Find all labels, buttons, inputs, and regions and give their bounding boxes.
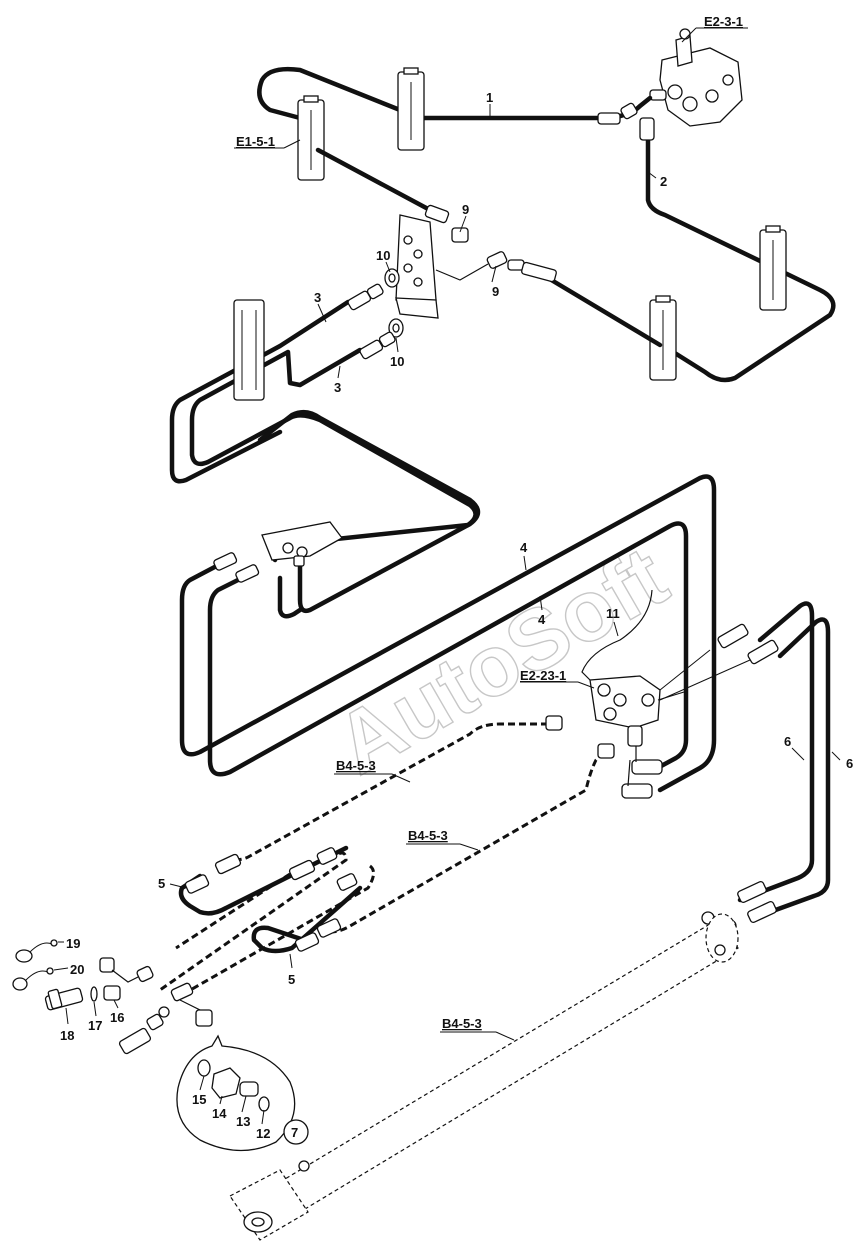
hose-dashed-cross-a [159, 851, 348, 992]
control-valve-e2-3-1 [649, 28, 743, 127]
callout-12: 12 [256, 1126, 270, 1141]
fitting-9-upper [424, 204, 469, 243]
callout-4-lower: 4 [538, 612, 546, 627]
valve-link-c [657, 691, 685, 701]
hose-5-lower [251, 885, 363, 954]
fitting-5-lower [294, 873, 358, 952]
hose-to-bracket [315, 147, 433, 213]
callout-14: 14 [212, 1106, 227, 1121]
ref-e1-5-1: E1-5-1 [236, 134, 275, 149]
callout-18: 18 [60, 1028, 74, 1043]
callout-4-upper: 4 [520, 540, 528, 555]
fitting-5-upper [184, 847, 338, 894]
cap-19 [15, 939, 58, 963]
nipple-16 [99, 957, 154, 1001]
clamp-block-mid-right [649, 295, 677, 381]
hose-1-loop [257, 66, 408, 121]
callout-11: 11 [606, 606, 620, 621]
coupling-lower [118, 982, 213, 1055]
hose-5-upper [178, 845, 349, 916]
callout-circle-7 [283, 1119, 309, 1145]
hose-4-inner [207, 521, 689, 777]
hose-center-down [277, 575, 303, 619]
washer-10-upper [384, 268, 400, 288]
fittings-valve-lower [621, 746, 663, 799]
detail-bubble-7 [176, 1034, 309, 1152]
fitting-6-upper [717, 623, 779, 665]
callout-15: 15 [192, 1092, 206, 1107]
clamp-block-top-center [397, 67, 425, 151]
coupling-18 [44, 987, 84, 1011]
hose-3-upper [169, 299, 351, 484]
hose-big-loop [257, 409, 481, 614]
fitting-9-lower [486, 251, 557, 283]
ref-b4-5-3-a: B4-5-3 [336, 758, 376, 773]
hose-dashed-lower [329, 750, 606, 934]
callout-9-upper: 9 [462, 202, 469, 217]
callout-6-left: 6 [784, 734, 791, 749]
fitting-2 [639, 117, 655, 141]
callout-1: 1 [486, 90, 493, 105]
ref-b4-5-3-b: B4-5-3 [408, 828, 448, 843]
callout-17: 17 [88, 1018, 102, 1033]
callout-9-lower: 9 [492, 284, 499, 299]
callout-10-lower: 10 [390, 354, 404, 369]
valve-block-e2-23-1 [589, 675, 661, 747]
watermark: AutoSoft [320, 528, 682, 793]
fitting-dashed-upper [545, 715, 615, 759]
cap-20 [12, 967, 54, 991]
clamp-block-left [233, 299, 265, 401]
ring-17 [90, 986, 98, 1002]
wire-11 [581, 589, 653, 691]
callout-5-upper: 5 [158, 876, 165, 891]
hose-2 [645, 127, 836, 383]
manifold-plate [261, 521, 343, 567]
callout-5-lower: 5 [288, 972, 295, 987]
clamp-block-right [759, 225, 787, 311]
fitting-3-lower [359, 331, 396, 360]
mounting-bracket [395, 214, 439, 319]
hose-bracket-right [545, 275, 663, 348]
leader-lines [53, 27, 841, 1125]
fitting-9-link [435, 263, 489, 281]
callout-7: 7 [291, 1125, 298, 1140]
ref-b4-5-3-c: B4-5-3 [442, 1016, 482, 1031]
ref-e2-23-1: E2-23-1 [520, 668, 566, 683]
fitting-1 [597, 102, 638, 125]
hose-6-outer [737, 601, 815, 903]
fitting-3-upper [347, 283, 384, 311]
washer-10-lower [388, 318, 404, 338]
ref-e2-3-1: E2-3-1 [704, 14, 743, 29]
valve-link-b [659, 659, 751, 701]
callout-19: 19 [66, 936, 80, 951]
fitting-4-outer [213, 552, 260, 583]
hydraulic-cylinder [229, 913, 739, 1241]
hose-4-outer [179, 474, 717, 793]
callout-2: 2 [660, 174, 667, 189]
callout-6-right: 6 [846, 756, 853, 771]
callout-13: 13 [236, 1114, 250, 1129]
valve-link-a [659, 649, 711, 691]
hose-6-inner [767, 617, 831, 915]
clamp-block-e1-5-1 [297, 95, 325, 181]
callout-20: 20 [70, 962, 84, 977]
hose-dashed-cross-c [179, 864, 375, 998]
callout-16: 16 [110, 1010, 124, 1025]
callout-3-lower: 3 [334, 380, 341, 395]
callout-10-upper: 10 [376, 248, 390, 263]
callout-3-upper: 3 [314, 290, 321, 305]
